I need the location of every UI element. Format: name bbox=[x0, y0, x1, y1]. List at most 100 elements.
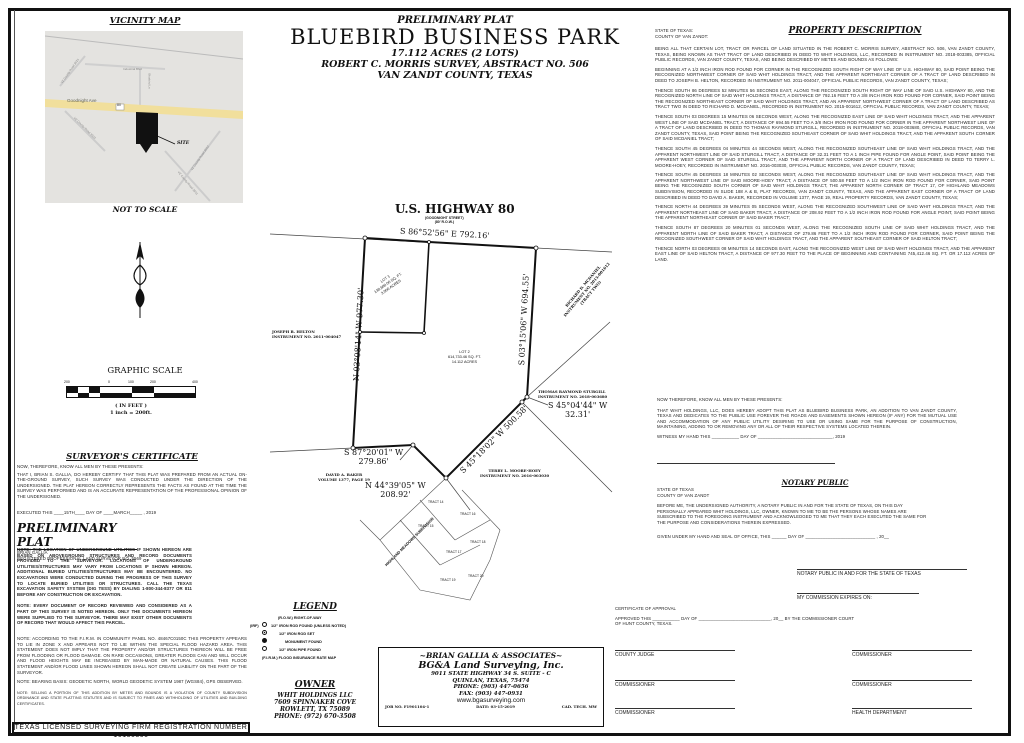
highway-label: U.S. HIGHWAY 80 bbox=[395, 202, 515, 216]
surveyor-registration: REGISTERED PROFESSIONAL LAND SURVEYOR NO… bbox=[17, 555, 142, 561]
open-circle-icon bbox=[262, 646, 267, 651]
preliminary-plat-stamp: PRELIMINARY PLAT bbox=[17, 521, 137, 551]
notary-sign-label: NOTARY PUBLIC IN AND FOR THE STATE OF TE… bbox=[797, 571, 921, 577]
open-circle-icon bbox=[262, 622, 267, 627]
firm-registration-box: TEXAS LICENSED SURVEYING FIRM REGISTRATI… bbox=[12, 722, 250, 739]
property-state: STATE OF TEXAS:COUNTY OF VAN ZANDT: bbox=[655, 28, 709, 39]
commission-line[interactable] bbox=[797, 593, 919, 594]
surveyor-name: BRIAN GALLIA bbox=[17, 550, 48, 556]
signature-line[interactable] bbox=[615, 708, 735, 709]
vicinity-road-label: Goodnight Ave bbox=[67, 98, 97, 103]
signature-line[interactable] bbox=[852, 708, 972, 709]
note-selling: NOTE: SELLING A PORTION OF THIS ADDITION… bbox=[17, 690, 247, 706]
vicinity-heading: VICINITY MAP bbox=[109, 16, 181, 26]
dedication: NOW THEREFORE, KNOW ALL MEN BY THESE PRE… bbox=[657, 397, 957, 439]
signature-line[interactable] bbox=[852, 680, 972, 681]
signature-line[interactable] bbox=[615, 650, 735, 651]
surveyor-certificate: SURVEYOR'S CERTIFICATE NOW, THEREFORE, K… bbox=[17, 452, 247, 561]
legend-item: (F.I.R.M.) FLOOD INSURANCE RATE MAP bbox=[262, 656, 337, 660]
property-heading: PROPERTY DESCRIPTION bbox=[788, 26, 922, 36]
vicinity-map-drawing bbox=[45, 35, 243, 202]
legend-item: 1/2" IRON ROD SET bbox=[250, 630, 380, 638]
notary-heading: NOTARY PUBLIC bbox=[781, 478, 849, 487]
graphic-scale-heading: GRAPHIC SCALE bbox=[107, 366, 183, 376]
tract-label: TRACT 20 bbox=[468, 574, 484, 578]
south-adjoiner-line bbox=[269, 447, 354, 453]
firm-website[interactable]: www.bgasurveying.com bbox=[456, 697, 526, 704]
legend: LEGEND (R.O.W.) RIGHT-OF-WAY (IRF)1/2" I… bbox=[250, 602, 380, 662]
note-documents: NOTE: EVERY DOCUMENT OF RECORD REVIEWED … bbox=[17, 603, 192, 626]
commissioner-label: COMMISSIONER bbox=[852, 682, 892, 688]
crossed-circle-icon bbox=[262, 630, 267, 635]
left-margin-line bbox=[14, 10, 15, 730]
scale-units: ( IN FEET )1 inch = 200ft. bbox=[110, 403, 152, 416]
owner-signature-line[interactable] bbox=[657, 463, 835, 464]
not-to-scale-label: NOT TO SCALE bbox=[112, 205, 178, 214]
title-survey: ROBERT C. MORRIS SURVEY, ABSTRACT NO. 50… bbox=[321, 59, 589, 70]
commissioner-label: COMMISSIONER bbox=[852, 652, 892, 658]
signature-line[interactable] bbox=[615, 680, 735, 681]
scale-tick: 200 bbox=[150, 380, 156, 384]
note-bearing: NOTE: BEARING BASIS: GEODETIC NORTH, WOR… bbox=[17, 679, 243, 685]
scale-tick: 100 bbox=[128, 380, 134, 384]
tract-label: TRACT 18 bbox=[470, 540, 486, 544]
surveyor-intro: NOW, THEREFORE, KNOW ALL MEN BY THESE PR… bbox=[17, 464, 144, 469]
surveyor-heading: SURVEYOR'S CERTIFICATE bbox=[66, 452, 198, 462]
approval-block: CERTIFICATE OF APPROVAL APPROVED THIS __… bbox=[615, 606, 855, 627]
vicinity-road-label: Industrial Blvd bbox=[123, 67, 142, 71]
firm-company: BG&A Land Surveying, Inc. bbox=[418, 660, 564, 671]
legend-item: MONUMENT FOUND bbox=[250, 638, 380, 646]
legend-items: (R.O.W.) RIGHT-OF-WAY (IRF)1/2" IRON ROD… bbox=[250, 614, 380, 662]
scale-tick: 0 bbox=[108, 380, 110, 384]
county-judge-label: COUNTY JUDGE bbox=[615, 652, 655, 658]
tract-label: TRACT 19 bbox=[440, 578, 456, 582]
title-block: PRELIMINARY PLAT BLUEBIRD BUSINESS PARK … bbox=[290, 15, 620, 81]
notes-block: NOTE: THE LOCATION OF UNDERGROUND UTILIT… bbox=[17, 547, 192, 630]
legend-item: (R.O.W.) RIGHT-OF-WAY bbox=[278, 616, 322, 620]
title-name: BLUEBIRD BUSINESS PARK bbox=[290, 25, 620, 49]
sturgill-line bbox=[526, 321, 611, 398]
site-marker bbox=[136, 112, 158, 153]
signature-line[interactable] bbox=[852, 650, 972, 651]
iron-rod-markers bbox=[350, 235, 539, 481]
highway-sub: (GOODNIGHT STREET)(80' R.O.W.) bbox=[425, 216, 464, 224]
property-paragraphs: BEING ALL THAT CERTAIN LOT, TRACT OR PAR… bbox=[655, 46, 995, 262]
firm-name: ~BRIAN GALLIA & ASSOCIATES~ bbox=[419, 651, 563, 660]
property-description: STATE OF TEXAS:COUNTY OF VAN ZANDT: PROP… bbox=[655, 26, 995, 267]
vicinity-map: Goodnight Ave 80 Industrial Blvd Bluebir… bbox=[45, 31, 243, 203]
notary-signature-line[interactable] bbox=[797, 569, 967, 570]
goodnight-ave-road bbox=[45, 99, 243, 119]
note-utilities: NOTE: THE LOCATION OF UNDERGROUND UTILIT… bbox=[17, 547, 192, 597]
tract-label: TRACT 15 bbox=[418, 524, 434, 528]
sheet-border bbox=[8, 8, 1011, 736]
title-pre: PRELIMINARY PLAT bbox=[397, 15, 513, 26]
firm-title-box: ~BRIAN GALLIA & ASSOCIATES~ BG&A Land Su… bbox=[378, 647, 604, 727]
legend-item: 1/2" IRON PIPE FOUND bbox=[250, 646, 380, 654]
commissioner-label: COMMISSIONER bbox=[615, 682, 655, 688]
tract-label: TRACT 16 bbox=[460, 512, 476, 516]
filled-circle-icon bbox=[262, 638, 267, 643]
vicinity-route-label: 80 bbox=[117, 103, 121, 107]
title-acres: 17.112 ACRES (2 LOTS) bbox=[391, 48, 519, 59]
legend-heading: LEGEND bbox=[293, 602, 337, 612]
highland-meadows-tracts bbox=[359, 477, 501, 601]
vicinity-site-label: SITE bbox=[177, 141, 190, 146]
north-arrow-icon bbox=[133, 242, 147, 318]
surveyor-body: THAT I, BRIAN S. GALLIA, DO HEREBY CERTI… bbox=[17, 471, 247, 499]
tract-label: TRACT 17 bbox=[446, 550, 462, 554]
commissioner-label: COMMISSIONER bbox=[615, 710, 655, 716]
title-county: VAN ZANDT COUNTY, TEXAS bbox=[377, 70, 533, 81]
commission-expires-label: MY COMMISSION EXPIRES ON: bbox=[797, 595, 872, 601]
legend-item: (IRF)1/2" IRON ROD FOUND (UNLESS NOTED) bbox=[250, 622, 346, 628]
